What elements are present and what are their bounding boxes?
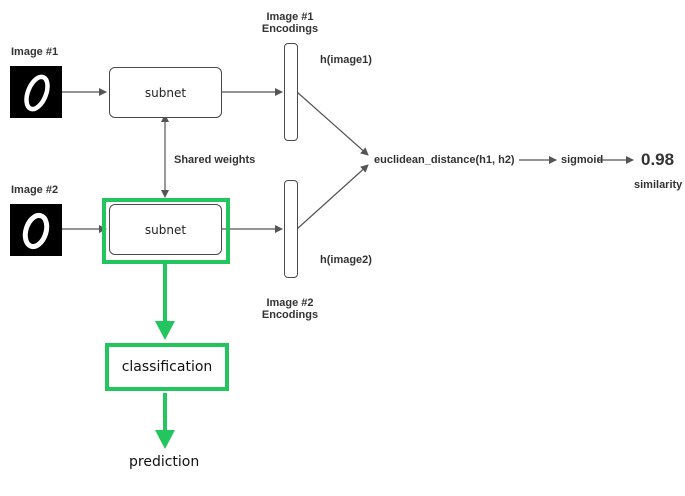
h1-label: h(image1) <box>320 54 372 66</box>
image2-label: Image #2 <box>11 184 59 196</box>
encoding2-title-line1: Image #2 <box>266 297 314 309</box>
digit-zero-glyph <box>24 74 50 112</box>
green-arrow-classification-to-prediction-head <box>155 430 175 449</box>
encoding1-title-line1: Image #1 <box>266 11 314 23</box>
arrow-encoding1-to-distance <box>296 91 369 156</box>
arrow-encoding2-to-distance <box>296 164 369 230</box>
encoding1-title: Image #1 Encodings <box>262 11 318 35</box>
image2-digit <box>10 204 62 256</box>
sigmoid-label: sigmoid <box>561 154 604 166</box>
encoding1-vector <box>284 43 298 141</box>
digit-zero-glyph <box>22 212 50 250</box>
shared-weights-label: Shared weights <box>174 154 256 166</box>
subnet-bottom-label: subnet <box>144 222 187 237</box>
subnet-highlight-frame <box>102 198 230 264</box>
encoding2-title: Image #2 Encodings <box>262 297 318 321</box>
image1-label: Image #1 <box>11 46 59 58</box>
green-arrow-subnet-to-classification-head <box>155 321 175 340</box>
subnet-top-label: subnet <box>144 85 187 100</box>
classification-label: classification <box>121 359 213 375</box>
subnet-bottom-box: subnet <box>109 204 222 255</box>
h2-label: h(image2) <box>320 254 372 266</box>
similarity-score: 0.98 <box>641 150 675 169</box>
prediction-label: prediction <box>129 454 200 470</box>
encoding2-vector <box>284 180 298 278</box>
subnet-top-box: subnet <box>109 67 222 118</box>
similarity-caption: similarity <box>634 179 683 191</box>
distance-label: euclidean_distance(h1, h2) <box>374 154 515 166</box>
classification-box: classification <box>105 343 229 391</box>
encoding2-title-line2: Encodings <box>261 309 319 321</box>
image1-digit <box>10 66 62 118</box>
encoding1-title-line2: Encodings <box>261 23 319 35</box>
